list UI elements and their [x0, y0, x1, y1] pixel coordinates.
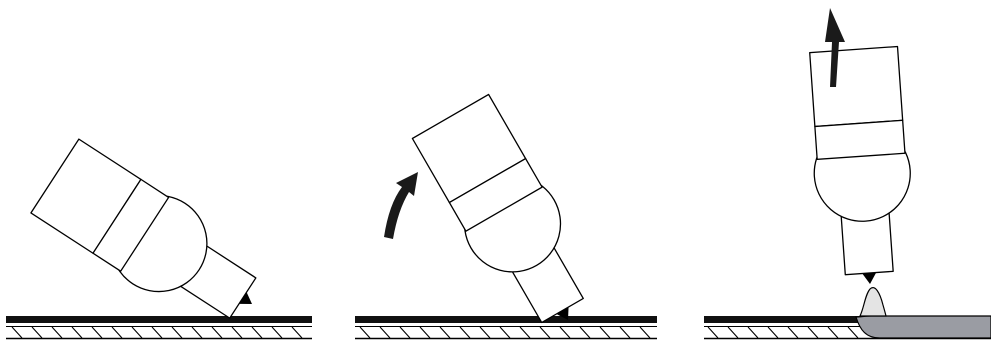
substrate-2 — [355, 316, 657, 340]
hatch-diagonal — [171, 326, 183, 339]
tool-tip-2 — [556, 306, 569, 320]
tool-lower-body-2 — [448, 157, 543, 232]
hatch-diagonal — [191, 326, 203, 339]
hatch-diagonal — [639, 326, 651, 339]
tool-2 — [411, 93, 584, 324]
tool-lower-body-1 — [92, 178, 170, 272]
panel-2 — [355, 93, 657, 340]
tool-1 — [30, 138, 257, 319]
hatch-diagonal — [71, 326, 83, 339]
up-arrow-icon — [825, 8, 845, 87]
hatch-diagonal — [419, 326, 431, 339]
hatch-diagonals-3 — [707, 326, 859, 339]
hatch-diagonal — [231, 326, 243, 339]
hatch-diagonal — [519, 326, 531, 339]
panel-3 — [704, 8, 991, 340]
hatch-diagonal — [707, 326, 719, 339]
hatch-diagonal — [131, 326, 143, 339]
hatch-diagonals-1 — [11, 326, 303, 339]
hatch-diagonal — [31, 326, 43, 339]
hatch-diagonal — [211, 326, 223, 339]
panel-1 — [6, 138, 312, 340]
tool-body-3 — [809, 45, 904, 128]
hatch-diagonal — [807, 326, 819, 339]
hatch-diagonal — [91, 326, 103, 339]
hatch-diagonal — [459, 326, 471, 339]
hatch-diagonal — [539, 326, 551, 339]
hatch-diagonal — [747, 326, 759, 339]
substrate-1 — [6, 316, 312, 340]
hatch-diagonal — [559, 326, 571, 339]
droplet — [859, 287, 887, 317]
substrate-3 — [704, 287, 991, 340]
hatch-diagonal — [727, 326, 739, 339]
hatch-diagonal — [439, 326, 451, 339]
top-strip-2 — [355, 316, 657, 323]
hatch-diagonal — [787, 326, 799, 339]
hatch-diagonal — [51, 326, 63, 339]
hatch-diagonals-2 — [359, 326, 651, 339]
top-strip-1 — [6, 316, 312, 323]
hatch-diagonal — [379, 326, 391, 339]
hatch-diagonal — [767, 326, 779, 339]
hatch-diagonal — [359, 326, 371, 339]
hatch-diagonal — [271, 326, 283, 339]
tool-3 — [809, 45, 911, 284]
hatch-diagonal — [847, 326, 859, 339]
hatch-diagonal — [111, 326, 123, 339]
hatch-diagonal — [251, 326, 263, 339]
hatch-diagonal — [619, 326, 631, 339]
hatch-diagonal — [579, 326, 591, 339]
hatch-diagonal — [499, 326, 511, 339]
top-strip-3 — [704, 316, 991, 323]
hatch-diagonal — [11, 326, 23, 339]
hatch-diagonal — [291, 326, 303, 339]
tool-tip-3 — [862, 272, 877, 284]
tool-tip-1 — [238, 292, 252, 304]
hatch-diagonal — [599, 326, 611, 339]
hatch-diagonal — [399, 326, 411, 339]
curved-arrow-icon — [384, 172, 418, 239]
deposit-layer — [855, 315, 991, 339]
tool-lower-body-3 — [814, 119, 906, 161]
hatch-diagonal — [827, 326, 839, 339]
hatch-diagonal — [151, 326, 163, 339]
hatch-diagonal — [479, 326, 491, 339]
